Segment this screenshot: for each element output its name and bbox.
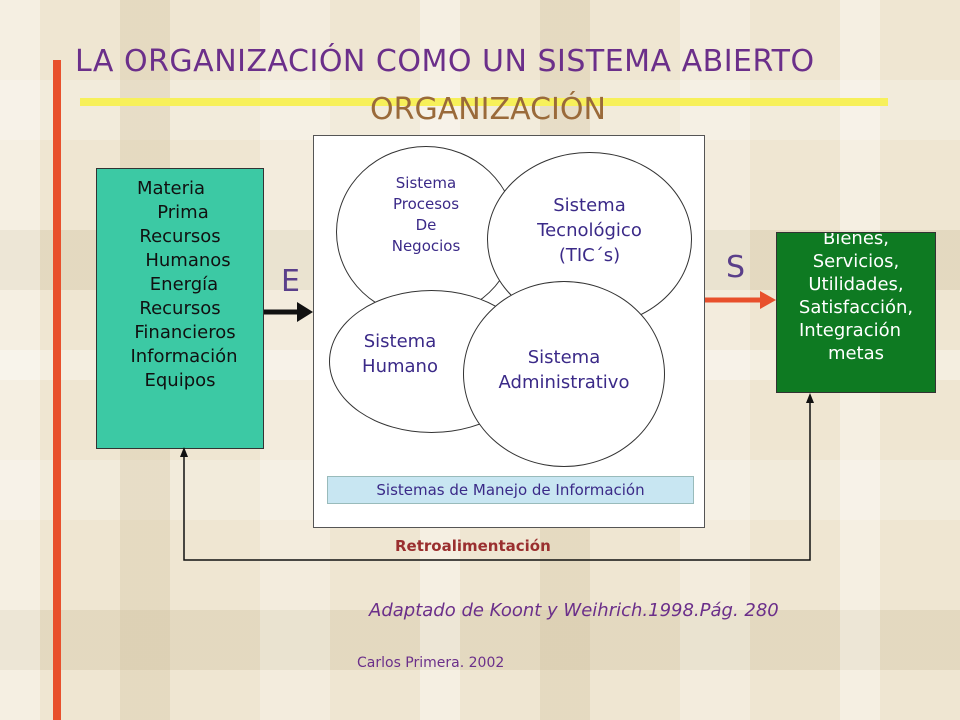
input-line: Información (130, 346, 238, 367)
output-line: Servicios, (812, 251, 900, 272)
source-citation: Adaptado de Koont y Weihrich.1998.Pág. 2… (369, 600, 779, 621)
output-line: Utilidades, (808, 274, 904, 295)
human-system-line: Humano (362, 356, 438, 377)
author-credit: Carlos Primera. 2002 (357, 655, 505, 671)
administrative-system-ellipse: Sistema Administrativo (463, 281, 665, 467)
input-line: Prima (157, 202, 209, 223)
input-arrow-head (297, 302, 313, 322)
technology-system-line: Sistema (553, 195, 626, 216)
feedback-label: Retroalimentación (395, 537, 551, 555)
feedback-arrow-head-output (806, 393, 814, 403)
output-line: Satisfacción, (798, 297, 914, 318)
inputs-box: Materia Prima Recursos Humanos Energía R… (96, 168, 264, 449)
output-arrow-head (760, 291, 776, 309)
input-line: Energía (149, 274, 219, 295)
input-line: Humanos (145, 250, 231, 271)
technology-system-line: Tecnológico (537, 220, 642, 241)
organization-label: ORGANIZACIÓN (370, 92, 606, 127)
administrative-system-line: Administrativo (498, 372, 630, 393)
input-line: Recursos (139, 298, 221, 319)
input-letter: E (281, 264, 300, 299)
input-line: Equipos (144, 370, 216, 391)
decorative-yellow-bar (80, 98, 888, 106)
technology-system-line: (TIC´s) (558, 245, 621, 266)
outputs-box: Bienes, Servicios, Utilidades, Satisfacc… (776, 232, 936, 393)
decorative-red-bar (53, 60, 61, 720)
slide-title: LA ORGANIZACIÓN COMO UN SISTEMA ABIERTO (75, 44, 815, 79)
input-line: Recursos (139, 226, 221, 247)
feedback-arrow-head-input (180, 447, 188, 457)
output-line: Bienes, (822, 232, 889, 249)
output-line: Integración (798, 320, 902, 341)
information-systems-box: Sistemas de Manejo de Información (327, 476, 694, 504)
input-line: Materia (136, 178, 206, 199)
feedback-loop-line (183, 400, 811, 561)
process-system-line: Procesos (392, 195, 460, 213)
process-system-line: De (415, 216, 437, 234)
process-system-line: Sistema (395, 174, 457, 192)
input-line: Financieros (134, 322, 236, 343)
administrative-system-line: Sistema (527, 347, 601, 368)
process-system-line: Negocios (391, 237, 461, 255)
human-system-line: Sistema (363, 331, 437, 352)
output-letter: S (726, 250, 746, 285)
process-system-ellipse: Sistema Procesos De Negocios (336, 146, 516, 318)
output-line: metas (827, 343, 885, 364)
